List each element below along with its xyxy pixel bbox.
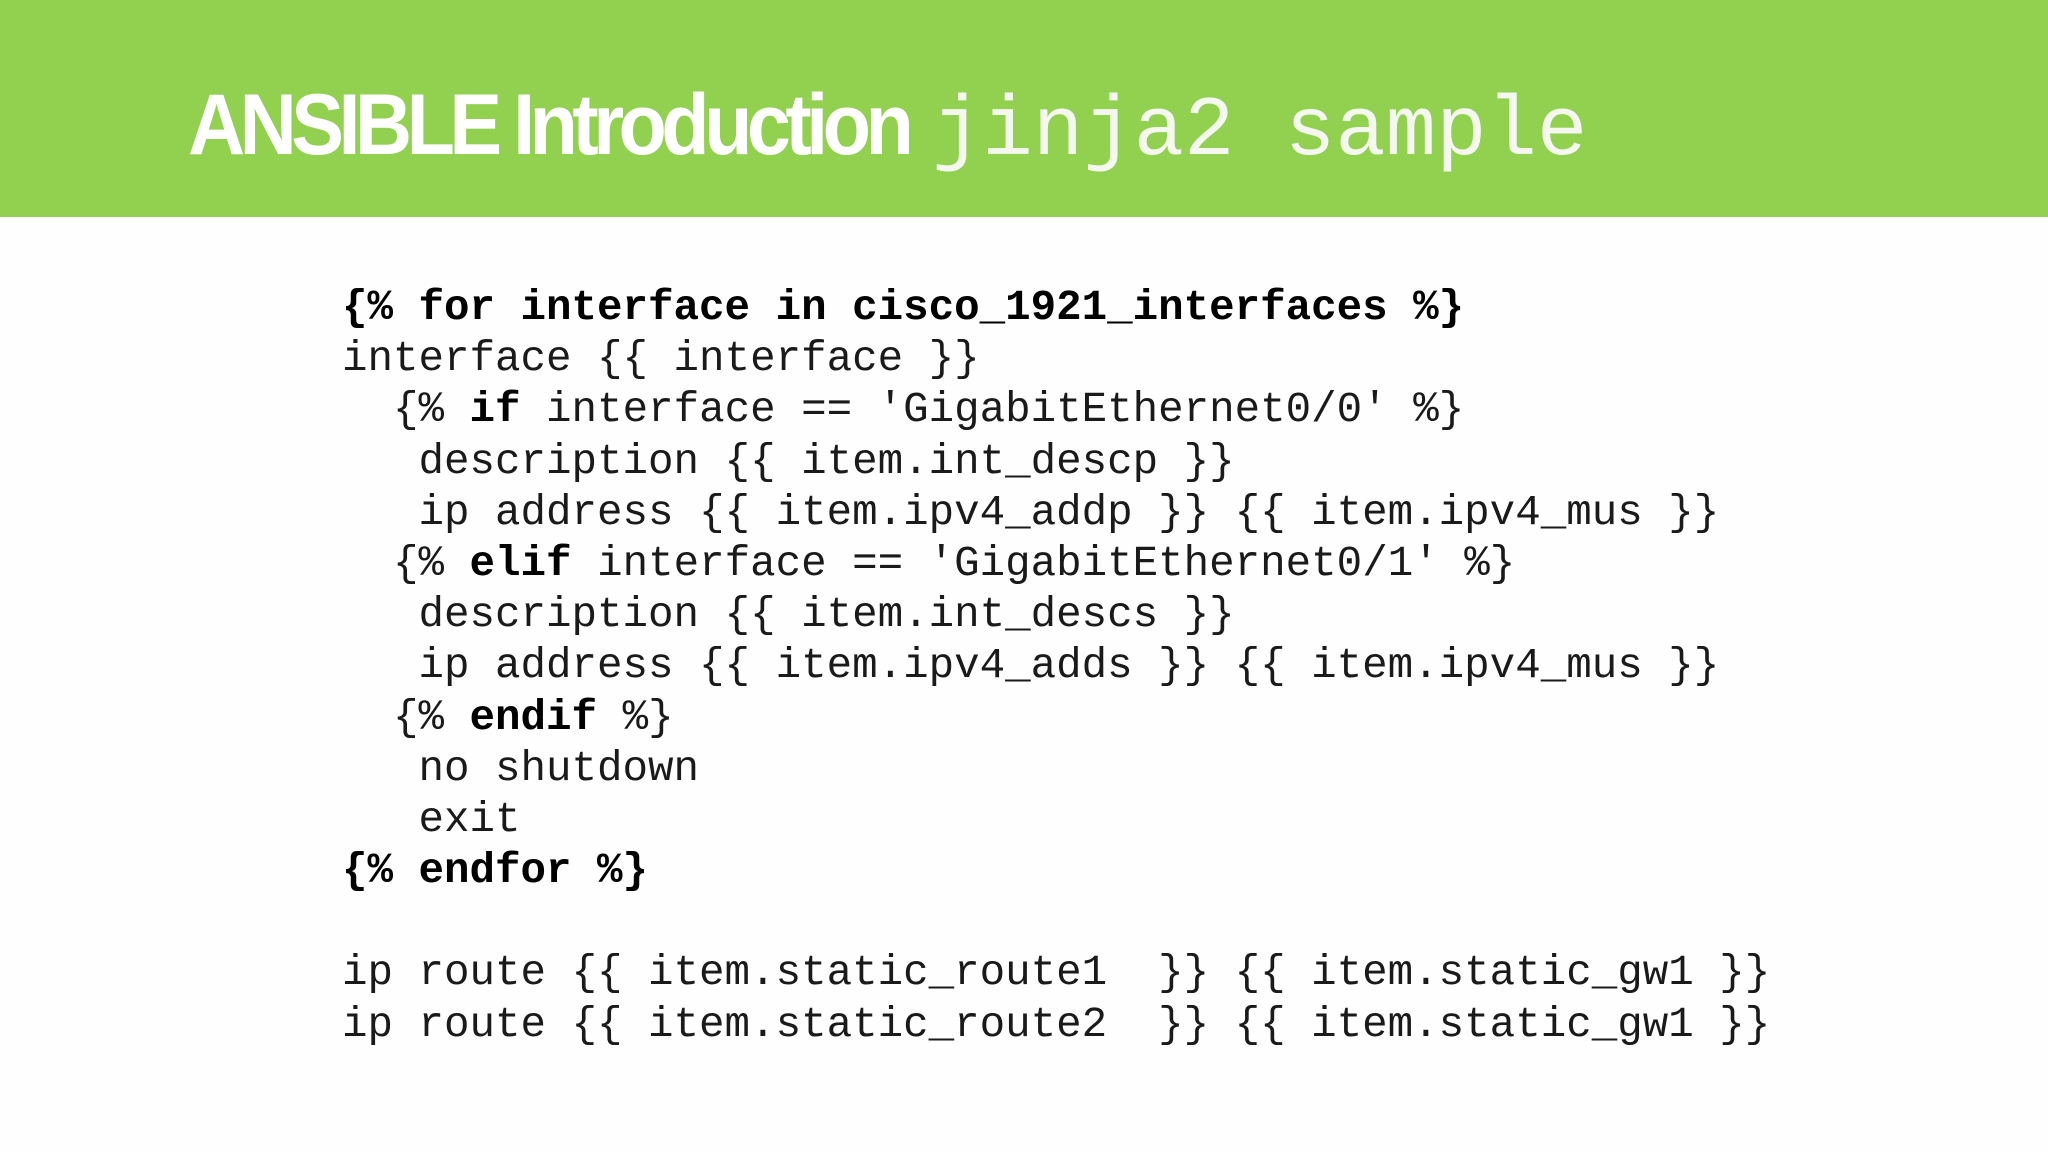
code-line-ip-route-2: ip route {{ item.static_route2 }} {{ ite… (342, 1000, 1771, 1049)
code-fragment: {% (342, 693, 470, 742)
code-line-elif: {% elif interface == 'GigabitEthernet0/1… (342, 539, 1770, 590)
code-line-ip-address-p: ip address {{ item.ipv4_addp }} {{ item.… (342, 488, 1720, 537)
code-line-for: {% for interface in cisco_1921_interface… (342, 284, 1465, 332)
keyword-elif: elif (469, 539, 572, 588)
code-line-ip-address-s: ip address {{ item.ipv4_adds }} {{ item.… (342, 642, 1720, 691)
slide-subtitle: jinja2 sample (932, 85, 1588, 180)
keyword-if: if (469, 386, 521, 435)
code-line-endif: {% endif %} (342, 693, 1770, 744)
code-line-exit: exit (342, 795, 521, 844)
code-fragment: {% (342, 539, 470, 588)
code-line-interface: interface {{ interface }} (342, 335, 980, 384)
code-line-description-s: description {{ item.int_descs }} (342, 591, 1235, 640)
code-fragment: interface == 'GigabitEthernet0/1' %} (571, 539, 1516, 588)
code-line-blank (342, 897, 1770, 948)
code-fragment: %} (597, 693, 674, 742)
code-block: {% for interface in cisco_1921_interface… (342, 283, 1770, 1051)
code-line-if: {% if interface == 'GigabitEthernet0/0' … (342, 385, 1770, 436)
code-fragment: {% (342, 386, 470, 435)
code-line-ip-route-1: ip route {{ item.static_route1 }} {{ ite… (342, 949, 1771, 998)
header-band (0, 0, 2048, 217)
slide-title: ANSIBLE Introduction (188, 77, 914, 173)
code-line-endfor: {% endfor %} (342, 847, 649, 896)
code-line-description-p: description {{ item.int_descp }} (342, 437, 1235, 486)
code-fragment: interface == 'GigabitEthernet0/0' %} (520, 386, 1465, 435)
code-line-no-shutdown: no shutdown (342, 744, 700, 793)
keyword-endif: endif (469, 693, 598, 742)
